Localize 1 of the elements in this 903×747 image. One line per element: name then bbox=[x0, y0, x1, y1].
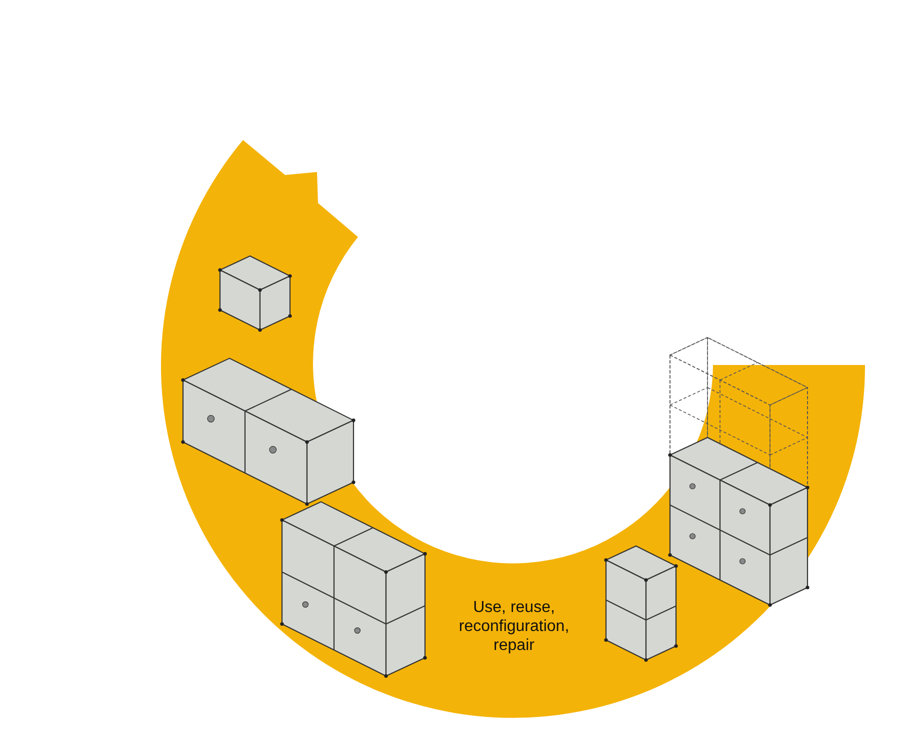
cycle-label: Use, reuse, reconfiguration, repair bbox=[458, 598, 570, 655]
